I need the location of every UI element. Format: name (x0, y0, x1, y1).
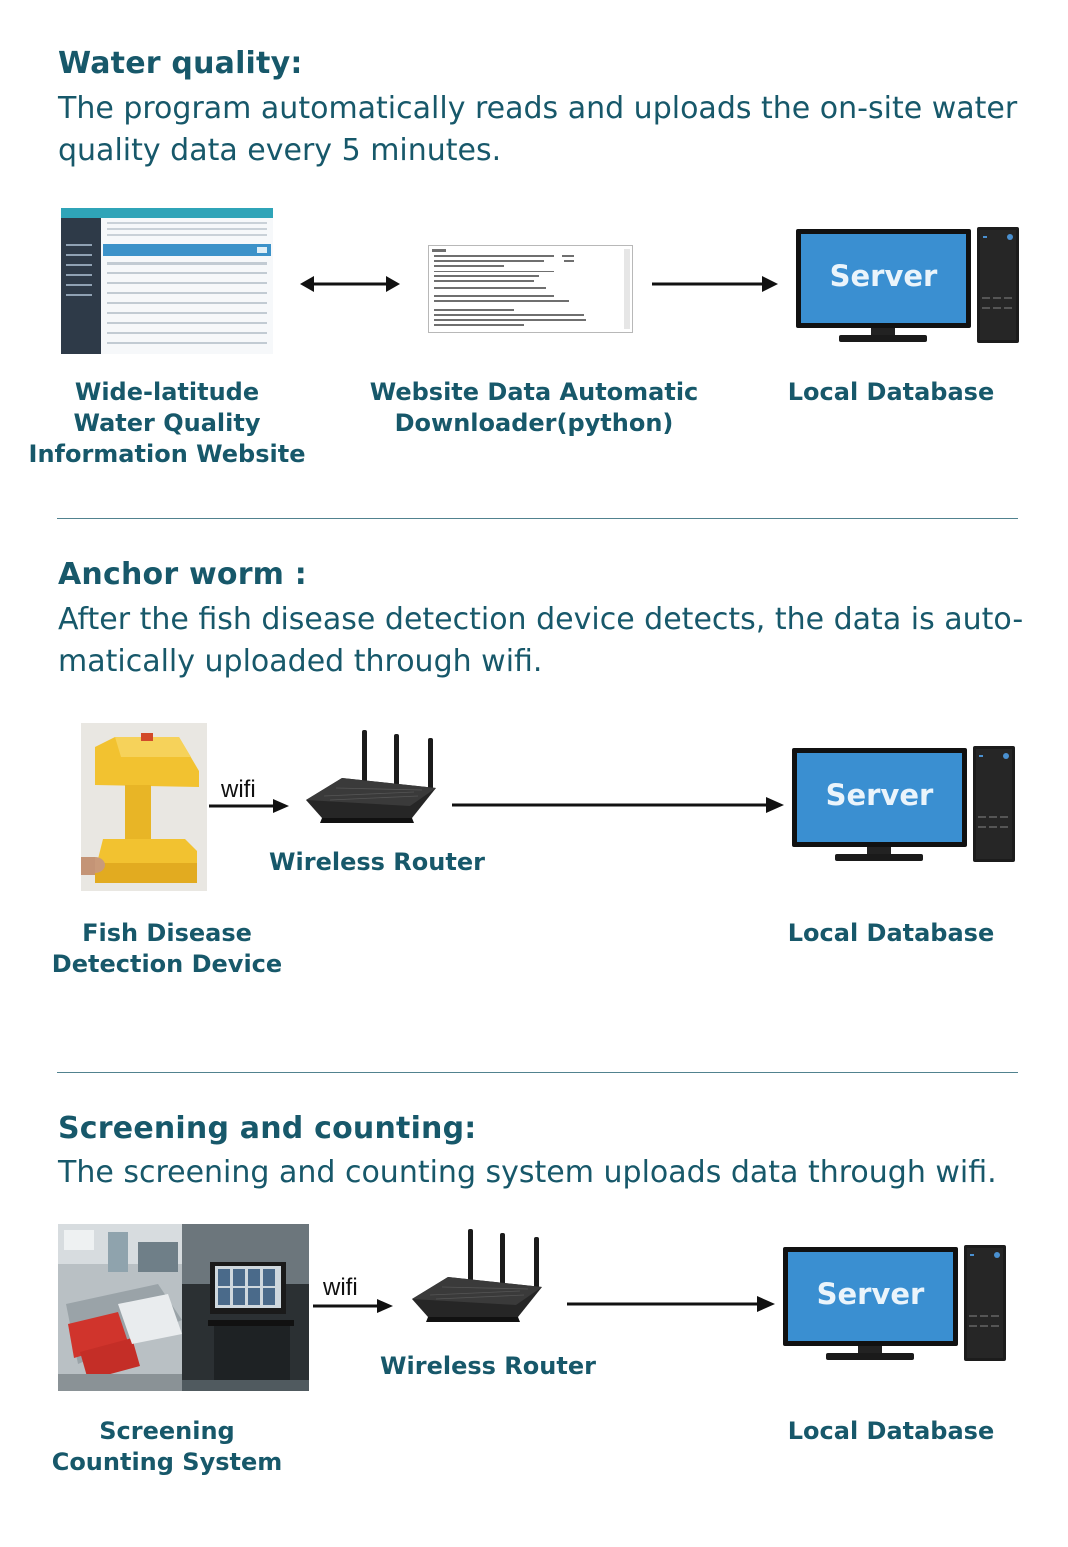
section-divider-2 (57, 1072, 1018, 1073)
water-quality-description-line-1: The program automatically reads and uplo… (58, 91, 1018, 126)
server-computer-3: Server (783, 1245, 1009, 1363)
server-computer: Server (796, 227, 1022, 345)
wireless-router-icon (302, 726, 440, 826)
website-label-line-1: Wide-latitude (74, 378, 260, 406)
screening-system-photo (58, 1224, 309, 1391)
fish-disease-device-photo (81, 723, 207, 891)
fish-disease-device-label: Fish Disease Detection Device (37, 918, 297, 980)
device-label-line-2: Detection Device (51, 950, 283, 978)
wifi-label-1: wifi (221, 776, 256, 803)
anchor-worm-description-line-1: After the fish disease detection device … (58, 602, 1024, 637)
section-divider-1 (57, 518, 1018, 519)
website-label-line-2: Water Quality (73, 409, 261, 437)
system-label-line-2: Counting System (51, 1448, 283, 1476)
downloader-label-line-1: Website Data Automatic (369, 378, 699, 406)
downloader-label-line-2: Downloader(python) (394, 409, 674, 437)
screening-system-label: Screening Counting System (37, 1416, 297, 1478)
anchor-worm-description-line-2: matically uploaded through wifi. (58, 644, 543, 679)
server-screen-text-2: Server (825, 778, 934, 812)
local-database-label-2: Local Database (787, 919, 995, 947)
water-quality-website-screenshot (61, 208, 273, 354)
wifi-label-2: wifi (323, 1274, 358, 1301)
downloader-console-screenshot (428, 245, 633, 333)
upload-arrow-2 (450, 793, 786, 817)
local-database-label-1: Local Database (787, 378, 995, 406)
device-label-line-1: Fish Disease (82, 919, 252, 947)
website-label: Wide-latitude Water Quality Information … (27, 377, 307, 470)
server-screen-text-3: Server (816, 1277, 925, 1311)
local-database-label-3: Local Database (787, 1417, 995, 1445)
screening-description: The screening and counting system upload… (58, 1155, 997, 1190)
downloader-label: Website Data Automatic Downloader(python… (368, 377, 700, 439)
system-label-line-1: Screening (99, 1417, 235, 1445)
wireless-router-icon-2 (408, 1225, 546, 1325)
upload-arrow-3 (565, 1292, 777, 1316)
server-screen-text: Server (829, 259, 938, 293)
server-computer-2: Server (792, 746, 1018, 864)
wifi-arrow-2 (311, 1295, 395, 1317)
wifi-arrow-1 (207, 795, 291, 817)
screening-heading: Screening and counting: (58, 1111, 477, 1146)
website-label-line-3: Information Website (28, 440, 306, 468)
bidirectional-arrow (298, 272, 402, 296)
anchor-worm-heading: Anchor worm : (58, 557, 307, 592)
wireless-router-label-1: Wireless Router (269, 848, 485, 876)
upload-arrow (650, 272, 780, 296)
wireless-router-label-2: Wireless Router (380, 1352, 596, 1380)
water-quality-heading: Water quality: (58, 46, 303, 81)
water-quality-description-line-2: quality data every 5 minutes. (58, 133, 502, 168)
